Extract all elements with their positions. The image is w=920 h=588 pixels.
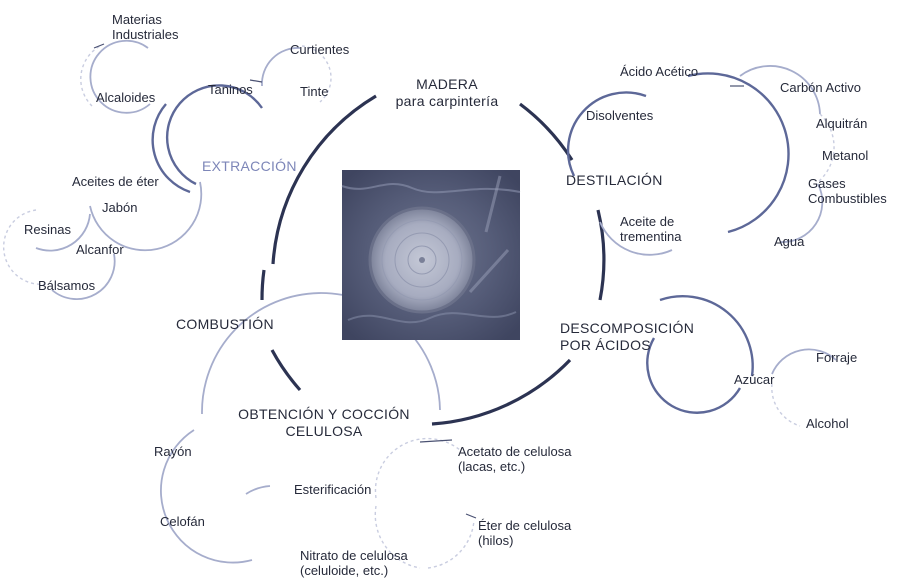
descomposicion-branch-arcs [647, 296, 836, 426]
label-agua: Agua [774, 234, 804, 249]
label-nitrato: Nitrato de celulosa (celuloide, etc.) [300, 548, 408, 578]
node-destilacion: DESTILACIÓN [566, 172, 663, 189]
label-aceites: Aceites de éter [72, 174, 159, 189]
label-jabon: Jabón [102, 200, 137, 215]
label-celofan: Celofán [160, 514, 205, 529]
label-balsamos: Bálsamos [38, 278, 95, 293]
label-taninos: Taninos [208, 82, 253, 97]
node-obtencion: OBTENCIÓN Y COCCIÓN CELULOSA [214, 406, 434, 440]
label-carbon-activo: Carbón Activo [780, 80, 861, 95]
node-combustion: COMBUSTIÓN [176, 316, 274, 333]
label-alcanfor: Alcanfor [76, 242, 124, 257]
node-extraccion: EXTRACCIÓN [202, 158, 297, 175]
label-alquitran: Alquitrán [816, 116, 867, 131]
label-tinte: Tinte [300, 84, 328, 99]
label-rayon: Rayón [154, 444, 192, 459]
label-alcohol: Alcohol [806, 416, 849, 431]
label-acido-acetico: Ácido Acético [620, 64, 698, 79]
label-esterificacion: Esterificación [294, 482, 371, 497]
label-eter: Éter de celulosa (hilos) [478, 518, 571, 548]
label-azucar: Azúcar [734, 372, 774, 387]
node-descomposicion: DESCOMPOSICIÓN POR ÁCIDOS [560, 320, 694, 354]
label-curtientes: Curtientes [290, 42, 349, 57]
label-disolventes: Disolventes [586, 108, 653, 123]
label-gases-combustibles: Gases Combustibles [808, 176, 887, 206]
label-acetato: Acetato de celulosa (lacas, etc.) [458, 444, 571, 474]
label-aceite-trementina: Aceite de trementina [620, 214, 681, 244]
label-forraje: Forraje [816, 350, 857, 365]
label-alcaloides: Alcaloides [96, 90, 155, 105]
label-materias-industriales: Materias Industriales [112, 12, 178, 42]
label-metanol: Metanol [822, 148, 868, 163]
wood-cross-section-photo [342, 170, 520, 340]
node-materia: MADERA para carpintería [382, 76, 512, 110]
label-resinas: Resinas [24, 222, 71, 237]
